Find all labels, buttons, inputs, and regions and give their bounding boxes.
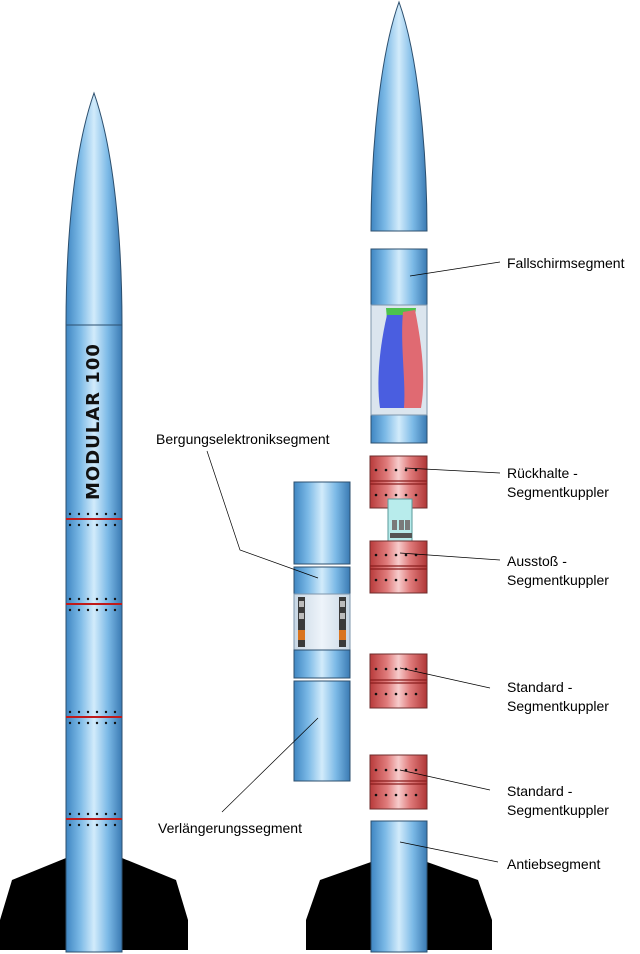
- electronics-board-right: [339, 597, 346, 647]
- electronics-upper-ring: [293, 566, 351, 595]
- label-ejection-coupler-line1: Ausstoß -: [507, 553, 567, 569]
- assembled-nose-cone: [65, 91, 123, 326]
- labels: Fallschirmsegment Bergungselektroniksegm…: [156, 255, 625, 872]
- drive-segment: [370, 820, 428, 953]
- label-ejection-coupler-line2: Segmentkuppler: [507, 572, 609, 588]
- standard-coupler-lower: [369, 754, 428, 810]
- assembled-body-tube: [65, 324, 123, 953]
- assembled-coupler-band: [66, 710, 122, 725]
- parachute-red: [402, 310, 424, 408]
- extension-segment: [293, 680, 351, 782]
- assembled-coupler-band: [66, 812, 122, 827]
- label-extension-segment: Verlängerungssegment: [158, 820, 302, 836]
- rocket-brand-text: MODULAR 100: [83, 343, 104, 500]
- assembled-coupler-band: [66, 597, 122, 612]
- electronics-lower-ring: [293, 649, 351, 679]
- label-standard-coupler-1-line2: Segmentkuppler: [507, 698, 609, 714]
- assembled-rocket: MODULAR 100: [0, 91, 188, 953]
- standard-coupler-upper: [369, 653, 428, 709]
- assembled-left-fin: [0, 858, 66, 950]
- label-retention-coupler-line1: Rückhalte -: [507, 465, 578, 481]
- parachute-blue: [378, 315, 408, 408]
- label-standard-coupler-1-line1: Standard -: [507, 679, 573, 695]
- assembled-right-fin: [122, 858, 188, 950]
- leader-lines: [206, 261, 501, 863]
- electronics-board-left: [298, 597, 305, 647]
- ejection-charge-holder: [387, 498, 413, 542]
- label-drive-segment: Antiebsegment: [507, 856, 601, 872]
- exploded-rocket: [306, 0, 492, 953]
- electronics-upper-tube: [293, 481, 351, 565]
- exploded-nose-cone: [370, 0, 428, 232]
- label-standard-coupler-2-line1: Standard -: [507, 783, 573, 799]
- label-parachute-segment: Fallschirmsegment: [507, 255, 625, 271]
- recovery-electronics-segment: [293, 481, 351, 679]
- exploded-left-fin: [306, 862, 371, 950]
- parachute-segment: [370, 248, 428, 444]
- ejection-coupler: [369, 540, 428, 594]
- assembled-coupler-band: [66, 512, 122, 527]
- label-recovery-electronics-segment: Bergungselektroniksegment: [156, 431, 330, 447]
- label-standard-coupler-2-line2: Segmentkuppler: [507, 802, 609, 818]
- exploded-right-fin: [427, 862, 492, 950]
- label-retention-coupler-line2: Segmentkuppler: [507, 484, 609, 500]
